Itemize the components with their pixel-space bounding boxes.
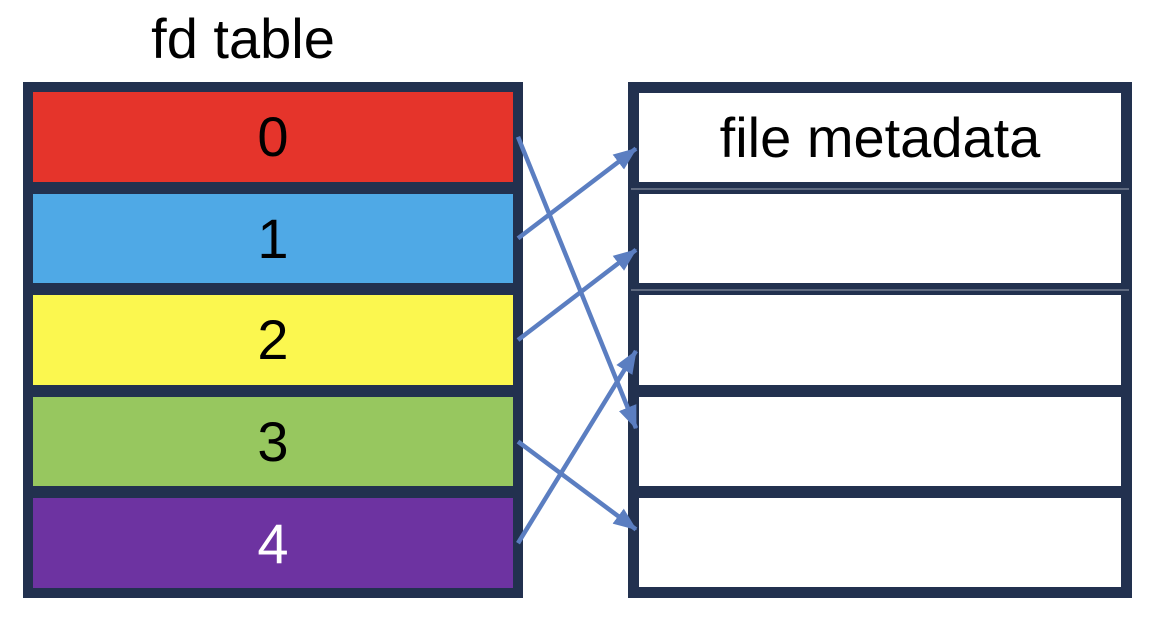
fd-table: 0 1 2 3 4 xyxy=(23,82,523,598)
fd-row-3: 3 xyxy=(33,396,513,487)
metadata-row-3 xyxy=(639,396,1121,486)
file-metadata-table: file metadata xyxy=(628,82,1132,598)
arrow-fd-1-to-md-0 xyxy=(516,146,638,241)
fd-row-4: 4 xyxy=(33,498,513,588)
metadata-row-2 xyxy=(639,295,1121,385)
metadata-row-4 xyxy=(639,497,1121,588)
arrow-fd-0-to-md-3 xyxy=(515,135,639,430)
fd-row-0: 0 xyxy=(33,92,513,182)
fd-row-1: 1 xyxy=(33,193,513,284)
fd-row-2: 2 xyxy=(33,295,513,385)
arrow-fd-3-to-md-4 xyxy=(516,439,638,532)
metadata-row-1 xyxy=(631,194,1129,292)
arrow-fd-2-to-md-1 xyxy=(516,248,638,342)
fd-table-title: fd table xyxy=(151,7,335,70)
arrow-fd-4-to-md-2 xyxy=(516,349,638,545)
metadata-row-0: file metadata xyxy=(631,93,1129,191)
